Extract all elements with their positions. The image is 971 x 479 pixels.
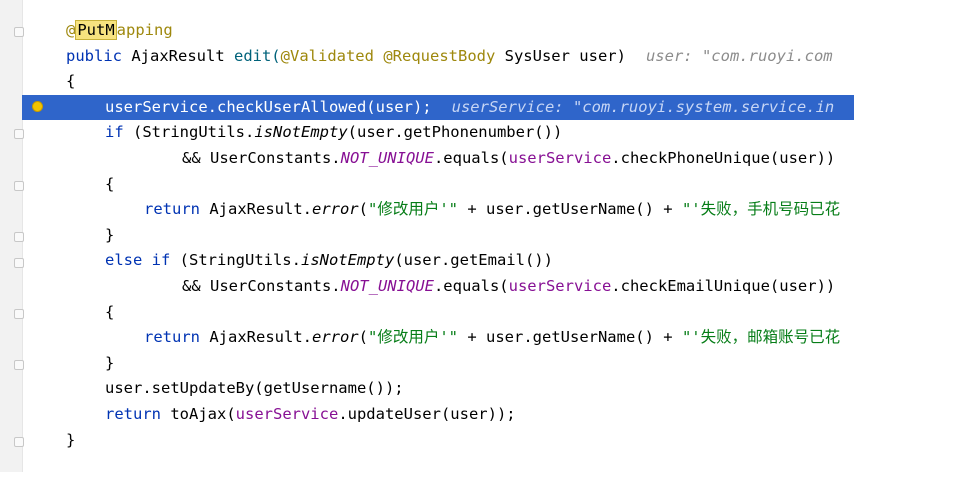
code-segment: ( [358, 328, 368, 347]
field: userService [508, 148, 612, 167]
string-literal: "修改用户'" [368, 328, 458, 347]
keyword: return [144, 200, 200, 219]
code-segment: AjaxResult. [200, 200, 312, 219]
inline-hint: user: "com.ruoyi.com [645, 46, 833, 65]
keyword: public [66, 46, 132, 65]
code-line[interactable]: { [22, 300, 854, 326]
fold-marker-icon[interactable] [14, 27, 24, 37]
annotation-rest: apping [116, 21, 173, 39]
code-segment: .equals( [433, 148, 509, 167]
code-segment: .checkEmailUnique(user)) [611, 276, 836, 295]
brace: } [105, 353, 115, 372]
code-segment: (StringUtils. [170, 251, 301, 270]
code-line[interactable]: user.setUpdateBy(getUsername()); [22, 376, 854, 402]
code-segment: + user.getUserName() + [458, 328, 682, 347]
code-line[interactable]: && UserConstants.NOT_UNIQUE.equals(userS… [22, 146, 854, 172]
code-segment: && UserConstants. [182, 276, 341, 295]
fold-marker-icon[interactable] [14, 232, 24, 242]
fold-marker-icon[interactable] [14, 258, 24, 268]
code-segment: + user.getUserName() + [458, 200, 682, 219]
code-line[interactable]: } [22, 223, 854, 249]
field: userService [508, 276, 612, 295]
brace: } [105, 225, 115, 244]
code-segment: (user.getEmail()) [394, 251, 553, 270]
inline-hint: userService: "com.ruoyi.system.service.i… [451, 97, 835, 116]
constant: NOT_UNIQUE [340, 148, 434, 167]
code-segment: && UserConstants. [182, 148, 341, 167]
keyword: return [144, 328, 200, 347]
code-line[interactable]: public AjaxResult edit(@Validated @Reque… [22, 44, 854, 70]
keyword: else if [105, 251, 171, 270]
method-name: edit( [233, 46, 281, 65]
fold-marker-icon[interactable] [14, 129, 24, 139]
space [374, 47, 383, 65]
annotation: @RequestBody [383, 46, 496, 65]
bulb-icon[interactable] [32, 100, 43, 112]
annotation: @Validated [280, 46, 374, 65]
code-line[interactable]: return AjaxResult.error("修改用户'" + user.g… [22, 325, 854, 351]
code-segment: .updateUser(user)); [338, 404, 516, 423]
code-segment: ( [358, 200, 368, 219]
code-line[interactable]: return toAjax(userService.updateUser(use… [22, 402, 854, 428]
code-segment: .checkPhoneUnique(user)) [611, 148, 836, 167]
brace: } [66, 430, 76, 449]
fold-marker-icon[interactable] [14, 437, 24, 447]
code-line[interactable]: else if (StringUtils.isNotEmpty(user.get… [22, 248, 854, 274]
code-segment: (user.getPhonenumber()) [347, 123, 563, 142]
annotation-at: @ [66, 21, 76, 39]
code-line[interactable]: if (StringUtils.isNotEmpty(user.getPhone… [22, 120, 854, 146]
search-highlight: PutM [75, 20, 117, 40]
clipped-previous-line [22, 0, 872, 18]
static-method: isNotEmpty [254, 123, 348, 142]
statement: userService.checkUserAllowed(user); [105, 97, 432, 116]
field: userService [235, 404, 339, 423]
fold-marker-icon[interactable] [14, 309, 24, 319]
string-literal: "修改用户'" [368, 200, 458, 219]
code-segment: AjaxResult. [200, 328, 312, 347]
code-segment: toAjax( [161, 404, 236, 423]
fold-marker-icon[interactable] [14, 181, 24, 191]
return-type: AjaxResult [131, 46, 234, 65]
brace: { [105, 302, 115, 321]
code-line[interactable]: && UserConstants.NOT_UNIQUE.equals(userS… [22, 274, 854, 300]
keyword: return [105, 404, 161, 423]
static-method: isNotEmpty [300, 251, 395, 270]
keyword: if [105, 123, 124, 142]
statement: user.setUpdateBy(getUsername()); [105, 379, 404, 398]
editor-gutter[interactable] [0, 0, 24, 472]
code-line-selected[interactable]: userService.checkUserAllowed(user); userS… [22, 94, 854, 121]
string-literal: "'失败，邮箱账号已花 [681, 328, 841, 347]
brace: { [105, 174, 115, 193]
constant: NOT_UNIQUE [340, 276, 434, 295]
code-segment: .equals( [433, 276, 509, 295]
fold-marker-icon[interactable] [14, 360, 24, 370]
string-literal: "'失败，手机号码已花 [681, 200, 841, 219]
code-segment: (StringUtils. [123, 123, 255, 142]
params: SysUser user) [495, 46, 626, 65]
code-line[interactable]: { [22, 172, 854, 198]
static-method: error [311, 328, 359, 347]
code-line[interactable]: { [22, 69, 854, 95]
brace: { [66, 72, 76, 91]
static-method: error [311, 200, 359, 219]
code-line[interactable]: } [22, 428, 854, 454]
code-line[interactable]: return AjaxResult.error("修改用户'" + user.g… [22, 197, 854, 223]
code-line[interactable]: } [22, 351, 854, 377]
